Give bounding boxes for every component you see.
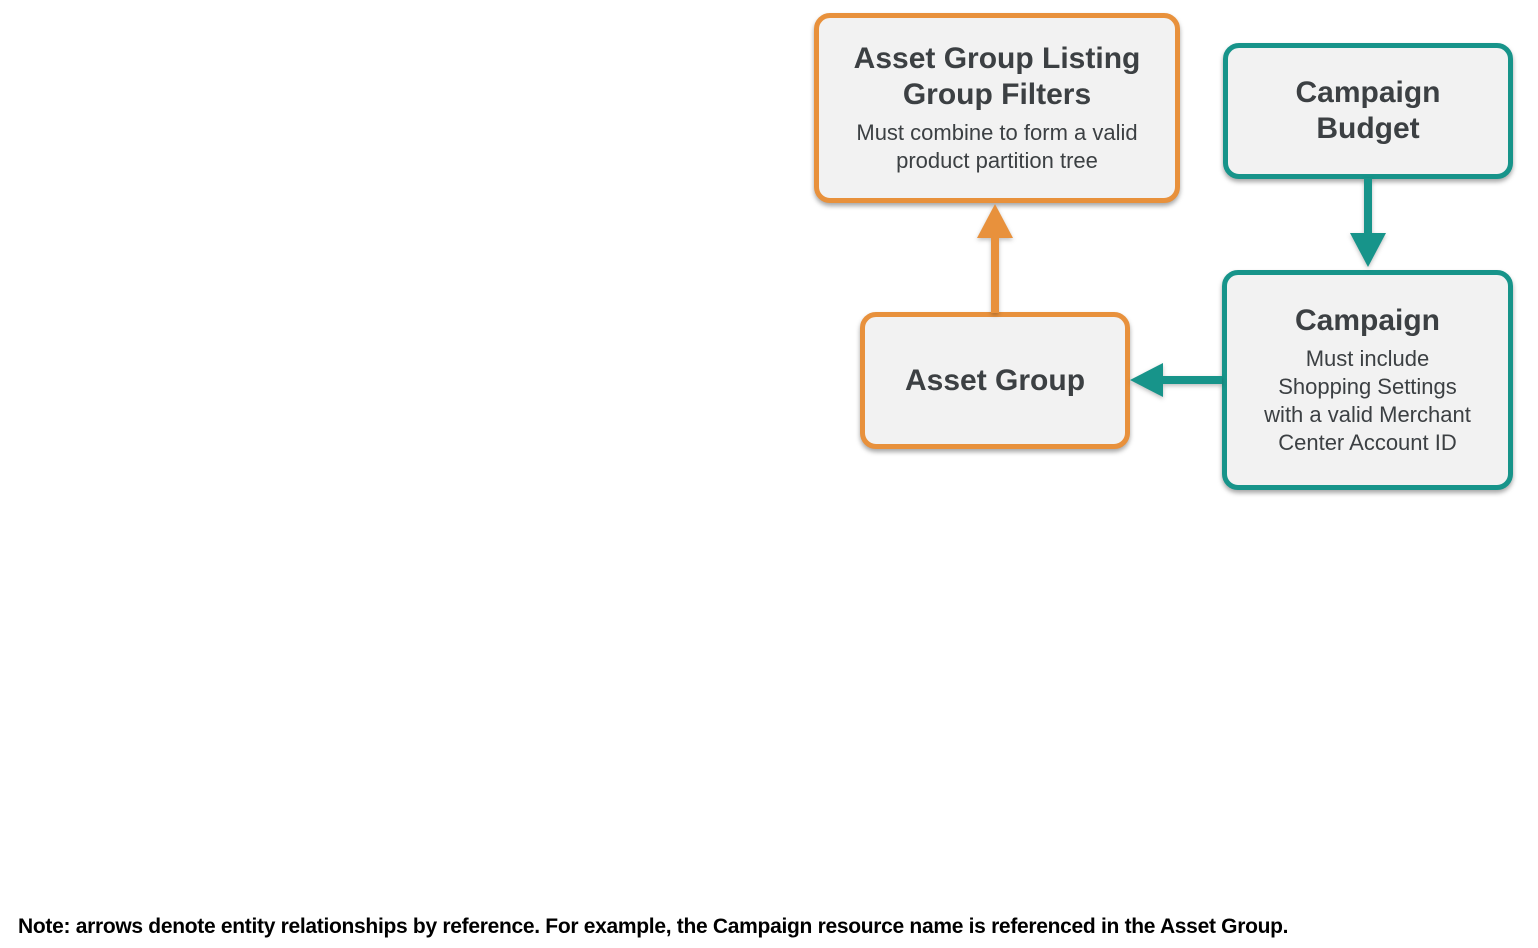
- node-title: Asset Group Listing Group Filters: [854, 41, 1141, 113]
- node-campaign-budget: Campaign Budget: [1223, 43, 1513, 179]
- node-title: Campaign Budget: [1295, 75, 1440, 147]
- node-title-line: Asset Group Listing: [853, 42, 1141, 75]
- arrow-head-up-icon: [977, 204, 1013, 238]
- node-subtitle-line: Shopping Settings: [1278, 374, 1457, 399]
- arrow-shaft: [1160, 376, 1222, 384]
- node-subtitle-line: with a valid Merchant: [1264, 402, 1471, 427]
- node-title-line: Group Filters: [902, 78, 1092, 111]
- node-asset-group-listing-group-filters: Asset Group Listing Group Filters Must c…: [814, 13, 1180, 203]
- node-campaign: Campaign Must include Shopping Settings …: [1222, 270, 1513, 490]
- arrow-head-left-icon: [1130, 363, 1163, 397]
- node-title-line: Campaign: [1295, 76, 1441, 109]
- arrow-shaft: [991, 236, 999, 313]
- footnote: Note: arrows denote entity relationships…: [18, 915, 1289, 938]
- node-title: Asset Group: [904, 363, 1086, 397]
- node-subtitle-line: Must include: [1305, 346, 1430, 371]
- node-subtitle-line: product partition tree: [896, 148, 1098, 173]
- node-title: Campaign: [1294, 304, 1441, 337]
- node-subtitle: Must combine to form a valid product par…: [856, 119, 1137, 175]
- arrow-head-down-icon: [1350, 233, 1386, 267]
- node-title-line: Budget: [1316, 112, 1420, 145]
- node-subtitle: Must include Shopping Settings with a va…: [1264, 345, 1471, 457]
- node-subtitle-line: Must combine to form a valid: [856, 120, 1138, 145]
- node-asset-group: Asset Group: [860, 312, 1130, 449]
- node-subtitle-line: Center Account ID: [1278, 430, 1457, 455]
- arrow-shaft: [1364, 178, 1372, 235]
